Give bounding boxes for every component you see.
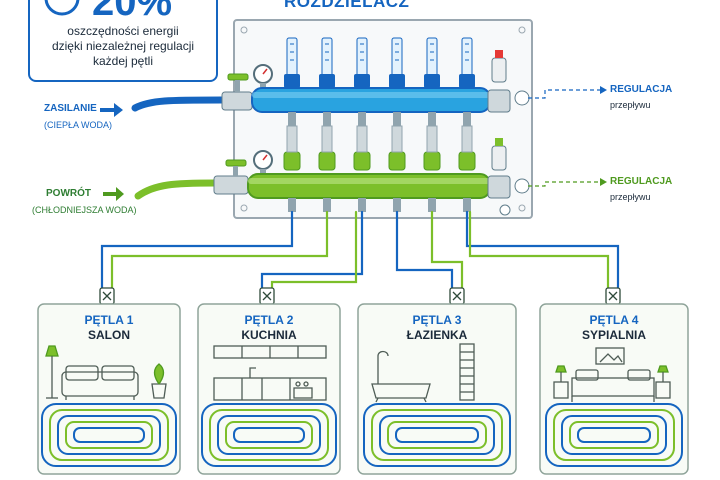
loop-valves (99, 287, 621, 305)
return-label: POWRÓT (46, 188, 91, 199)
loop-valve-icon (605, 287, 621, 305)
loop2-return-pipe (270, 210, 358, 290)
regulation-leader-bottom (528, 181, 600, 187)
loop-3-room: ŁAZIENKA (406, 328, 468, 342)
loop-4-room: SYPIALNIA (581, 328, 646, 342)
flow-meter (319, 37, 335, 126)
bathtub-icon (371, 350, 431, 403)
loop4-return-pipe (468, 210, 610, 290)
kitchen-cabinets-icon (213, 345, 327, 401)
loop3-return-pipe (430, 210, 464, 290)
supply-manifold-bar (251, 87, 491, 113)
regulation-leader-top (528, 89, 600, 99)
supply-label: ZASILANIE (44, 103, 97, 114)
loop1-return-pipe (110, 210, 329, 290)
loop-1-number: PĘTLA 1 (84, 313, 134, 327)
actuators (283, 125, 476, 212)
flow-meter (424, 37, 440, 126)
manifold-panel (233, 19, 533, 219)
flow-meter (389, 37, 405, 126)
actuator (458, 125, 476, 212)
actuator (353, 125, 371, 212)
loop-1-room: SALON (88, 328, 130, 342)
picture-frame-icon (595, 347, 625, 365)
floor-lamp-icon (45, 345, 59, 399)
loop-2-room: KUCHNIA (241, 328, 297, 342)
plant-icon (151, 363, 167, 399)
loop1-supply-pipe (100, 210, 294, 290)
regulation-bottom-label: REGULACJA (610, 176, 673, 187)
supply-arrow-icon (100, 103, 123, 117)
flow-meters (284, 37, 475, 126)
towel-radiator-icon (459, 343, 475, 401)
loop-4-number: PĘTLA 4 (589, 313, 639, 327)
faucet-icon (249, 367, 256, 378)
savings-info-box: 20% oszczędności energii dzięki niezależ… (28, 0, 218, 82)
nightstand-lamp-icon (553, 365, 671, 399)
loop3-supply-pipe (395, 210, 454, 290)
regulation-top-label: REGULACJA (610, 84, 673, 95)
savings-line-1: oszczędności energii (67, 24, 179, 38)
room-panel-4 (539, 303, 689, 475)
actuator (283, 125, 301, 212)
savings-line-3: każdej pętli (92, 54, 154, 68)
loop2-supply-pipe (260, 210, 364, 290)
savings-description: oszczędności energii dzięki niezależnej … (30, 24, 216, 69)
actuator (388, 125, 406, 212)
loop-1-label: PĘTLA 1 SALON (29, 313, 189, 343)
supply-ball-valve (221, 91, 253, 111)
stove-icon (293, 381, 313, 399)
floor-coil-3 (363, 403, 511, 467)
loop-4-label: PĘTLA 4 SYPIALNIA (534, 313, 694, 343)
loop-valve-icon (99, 287, 115, 305)
bed-icon (571, 369, 655, 402)
floor-coil-4 (545, 403, 683, 467)
return-hose (134, 179, 219, 200)
supply-hose (131, 96, 226, 112)
actuator (318, 125, 336, 212)
flow-meter (354, 37, 370, 126)
return-sublabel: (CHŁODNIEJSZA WODA) (32, 205, 137, 215)
diagram-title: ROZDZIELACZ (284, 0, 410, 11)
floor-coil-2 (201, 403, 337, 467)
savings-line-2: dzięki niezależnej regulacji (51, 39, 195, 53)
flow-meter (459, 37, 475, 126)
savings-percent: 20% (92, 0, 173, 24)
loop-valve-icon (259, 287, 275, 305)
loop-3-label: PĘTLA 3 ŁAZIENKA (357, 313, 517, 343)
return-manifold-bar (247, 173, 491, 199)
loop4-supply-pipe (465, 210, 620, 290)
supply-sublabel: (CIEPŁA WODA) (44, 120, 113, 130)
sofa-icon (61, 365, 139, 400)
regulation-top-sublabel: przepływu (610, 100, 651, 110)
return-ball-valve (213, 175, 249, 195)
regulation-bottom-sublabel: przepływu (610, 192, 651, 202)
flow-meter (284, 37, 300, 126)
gauge-icon (44, 0, 80, 16)
loop-3-number: PĘTLA 3 (412, 313, 462, 327)
loop-pipes (100, 210, 620, 290)
loop-valve-icon (449, 287, 465, 305)
floor-coil-1 (41, 403, 177, 467)
loop-2-number: PĘTLA 2 (244, 313, 294, 327)
loop-2-label: PĘTLA 2 KUCHNIA (189, 313, 349, 343)
return-arrow-icon (103, 187, 124, 201)
actuator (423, 125, 441, 212)
